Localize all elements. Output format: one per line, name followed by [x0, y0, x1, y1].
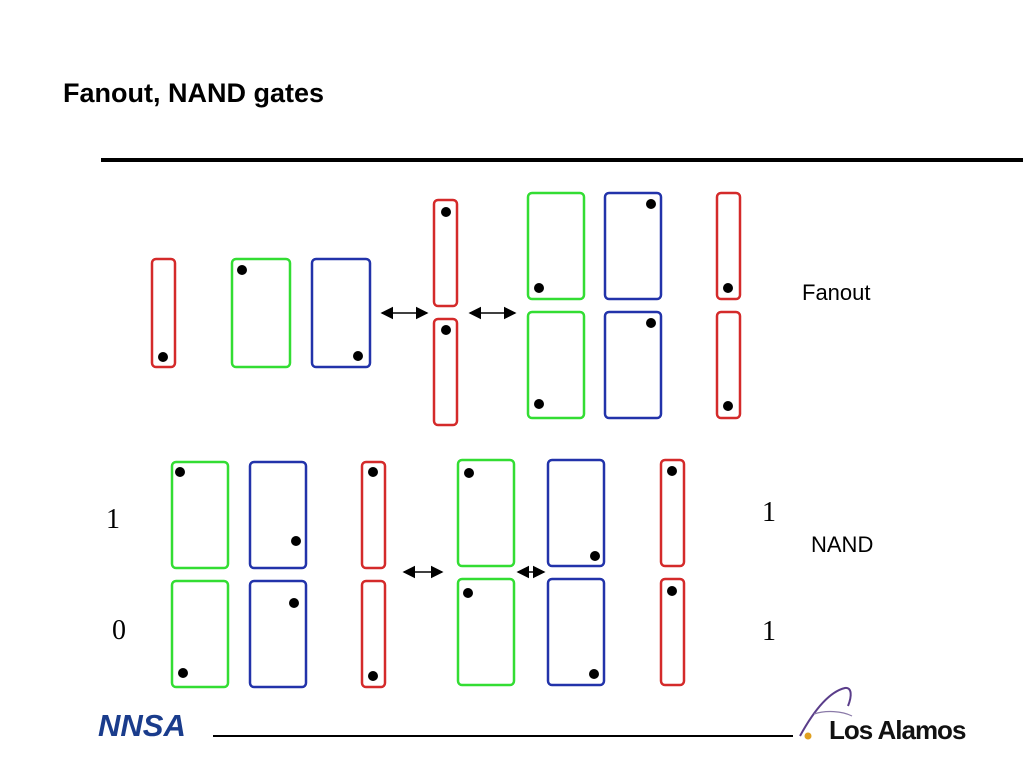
- nand-output-top-value: 1: [762, 497, 776, 528]
- fanout-input-wire: [150, 257, 177, 369]
- fanout-mid-wire-top: [432, 198, 459, 308]
- nand-mid-bottom-green-cell: [456, 577, 516, 687]
- fanout-out-bottom-blue-cell: [603, 310, 663, 420]
- fanout-out-top-blue-cell: [603, 191, 663, 301]
- fanout-mid-wire-bottom: [432, 317, 459, 427]
- nand-out-blue-top-cell: [546, 458, 606, 568]
- los-alamos-logo-text: Los Alamos: [829, 715, 966, 745]
- fanout-out-bottom-green-cell: [526, 310, 586, 420]
- title-divider: [101, 158, 1023, 162]
- nnsa-logo: NNSA: [98, 708, 186, 743]
- fanout-input-green-cell: [230, 257, 292, 369]
- fanout-out-top-green-cell: [526, 191, 586, 301]
- footer-divider: [213, 735, 793, 737]
- fanout-input-blue-cell: [310, 257, 372, 369]
- nand-mid-top-green-cell: [456, 458, 516, 568]
- nand-in-top-blue-cell: [248, 460, 308, 570]
- nand-output-bottom-value: 1: [762, 616, 776, 647]
- nand-in-bottom-wire: [360, 579, 387, 689]
- nand-input-top-value: 1: [106, 504, 120, 535]
- nand-out-blue-bottom-cell: [546, 577, 606, 687]
- fanout-diagram: [150, 191, 742, 427]
- nand-input-bottom-value: 0: [112, 615, 126, 646]
- nand-out-top-wire: [659, 458, 686, 568]
- nand-label: NAND: [811, 532, 874, 557]
- nand-in-bottom-blue-cell: [248, 579, 308, 689]
- los-alamos-logo-mark: [799, 686, 853, 740]
- fanout-out-bottom-wire: [715, 310, 742, 420]
- slide-title: Fanout, NAND gates: [63, 78, 325, 108]
- nand-out-bottom-wire: [659, 577, 686, 687]
- nand-in-bottom-green-cell: [170, 579, 230, 689]
- nand-in-top-green-cell: [170, 460, 230, 570]
- nand-in-top-wire: [360, 460, 387, 570]
- fanout-label: Fanout: [802, 280, 871, 305]
- fanout-out-top-wire: [715, 191, 742, 301]
- nand-diagram: [170, 458, 686, 689]
